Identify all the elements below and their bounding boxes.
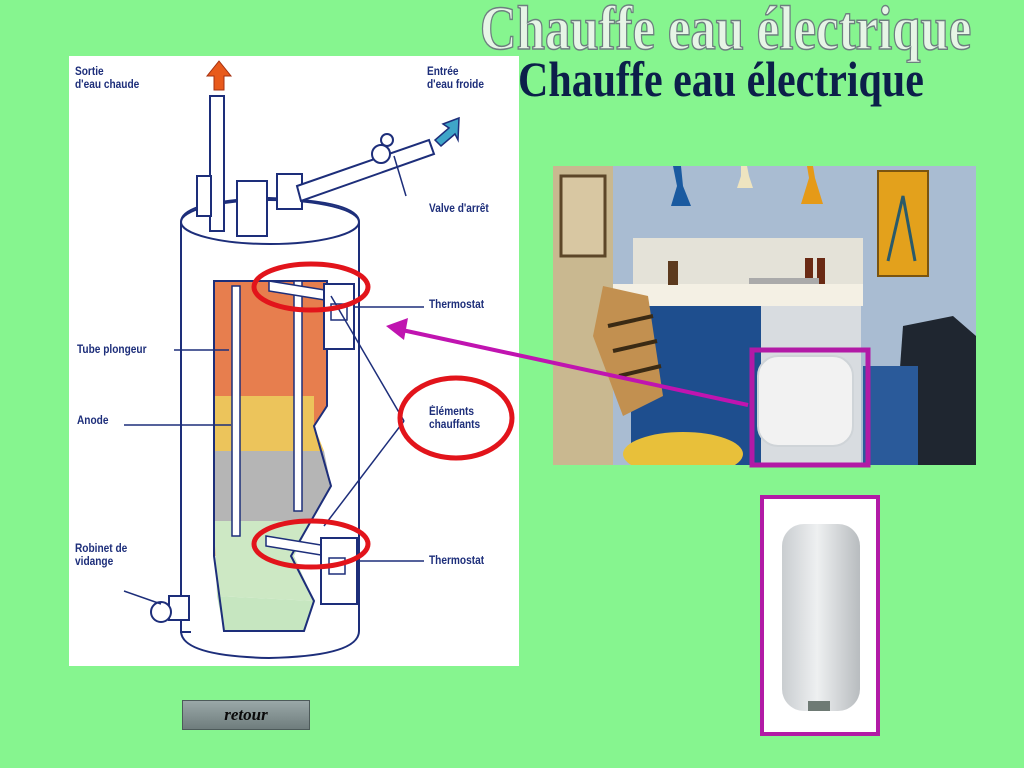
label-heating-elements: Éléments chauffants bbox=[429, 406, 480, 432]
label-thermostat-top: Thermostat bbox=[429, 299, 485, 311]
label-entree-line1: Entrée bbox=[427, 66, 459, 78]
water-heater-cutaway bbox=[123, 60, 460, 660]
label-entree-line2: d'eau froide bbox=[427, 79, 484, 91]
label-sortie-line2: d'eau chaude bbox=[75, 79, 140, 91]
label-anode: Anode bbox=[77, 415, 109, 427]
label-dip-tube: Tube plongeur bbox=[77, 344, 147, 356]
page-title: Chauffe eau électrique bbox=[518, 51, 924, 107]
label-shutoff-valve: Valve d'arrêt bbox=[429, 203, 489, 215]
label-thermostat-bottom: Thermostat bbox=[429, 555, 485, 567]
label-elements-line2: chauffants bbox=[429, 419, 481, 431]
kitchen-illustration bbox=[553, 166, 976, 465]
water-heater-diagram: Sortie d'eau chaude Entrée d'eau froide … bbox=[69, 56, 519, 666]
retour-button[interactable]: retour bbox=[182, 700, 310, 730]
label-robinet-line1: Robinet de bbox=[75, 543, 128, 555]
kitchen-photo bbox=[553, 166, 976, 465]
label-elements-line1: Éléments bbox=[429, 406, 475, 418]
label-drain-valve: Robinet de vidange bbox=[75, 543, 127, 569]
label-sortie-line1: Sortie bbox=[75, 66, 104, 78]
heater-product-frame bbox=[760, 495, 880, 736]
label-hot-water-outlet: Sortie d'eau chaude bbox=[75, 66, 139, 92]
title-shadow: Chauffe eau électrique bbox=[479, 0, 972, 64]
label-cold-water-inlet: Entrée d'eau froide bbox=[427, 66, 484, 92]
water-heater-unit-image bbox=[764, 499, 876, 732]
label-robinet-line2: vidange bbox=[75, 556, 114, 568]
